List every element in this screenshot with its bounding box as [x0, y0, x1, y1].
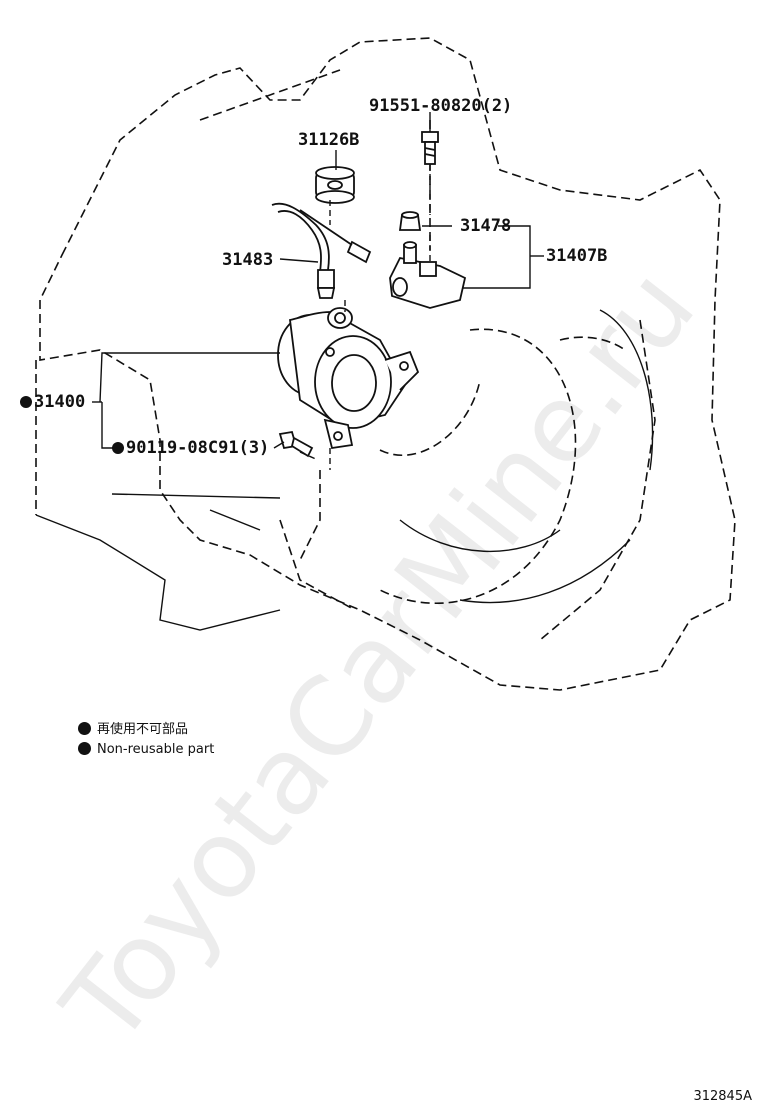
release-cylinder-31400: [277, 307, 420, 450]
label-91551-80820[interactable]: 91551-80820(2): [369, 96, 513, 116]
diagram-code: 312845A: [693, 1089, 752, 1104]
label-31483[interactable]: 31483: [222, 250, 274, 270]
grommet-31126B: [315, 166, 355, 204]
assembly-dash-lines: [299, 164, 431, 470]
label-90119-08C91[interactable]: 90119-08C91(3): [112, 438, 269, 458]
clutch-tube-31483: [271, 202, 372, 299]
label-31400[interactable]: 31400: [20, 392, 85, 412]
legend-dot-icon: [78, 722, 91, 735]
non-reusable-marker-icon: [20, 396, 32, 408]
cap-31478: [398, 211, 422, 231]
legend-dot-icon: [78, 742, 91, 755]
union-31407B: [389, 241, 467, 309]
label-31407B[interactable]: 31407B: [546, 246, 608, 266]
bolt-90119: [278, 430, 314, 458]
bolt-91551: [421, 131, 439, 165]
housing-detail-lines: [35, 309, 654, 631]
legend-english: Non-reusable part: [78, 742, 214, 758]
label-31478[interactable]: 31478: [460, 216, 512, 236]
non-reusable-marker-icon: [112, 442, 124, 454]
leader-lines: [92, 112, 544, 449]
label-31126B[interactable]: 31126B: [298, 130, 360, 150]
legend-japanese: 再使用不可部品: [78, 722, 188, 738]
